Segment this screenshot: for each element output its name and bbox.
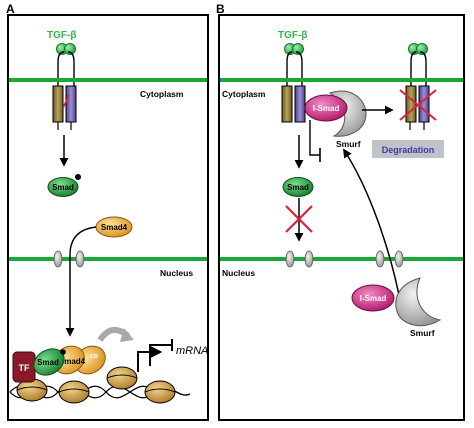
nuclear-smurf-label: Smurf [410,328,435,338]
nucleosome [106,366,138,390]
nuclear-pore [285,250,295,268]
panel-b-letter: B [216,2,225,16]
inhibition-line [309,120,320,156]
type-i-receptor [294,85,306,123]
tgf-beta-ligand-degraded [408,43,428,55]
receptor-arc-left [57,51,65,88]
smad-label: Smad [287,183,309,192]
type-ii-receptor [281,85,293,123]
nucleosome [144,380,176,404]
nuclear-membrane [9,257,207,261]
cytoplasm-label: Cytoplasm [140,89,184,99]
complex-formation-line [69,226,97,256]
plasma-membrane [220,78,463,82]
tgf-beta-ligand [284,43,304,55]
degradation-box [372,140,444,158]
phosphorylation-mark [62,94,70,109]
smad4-label: Smad4 [101,223,128,232]
panel-b: B TGF-β Cytoplasm Smurf [216,2,465,421]
nuclear-smurf [395,277,442,327]
degraded-type-ii-receptor [405,85,417,123]
nuclear-pore-left [53,250,63,268]
nucleosome [58,380,90,404]
type-ii-receptor [52,85,64,123]
i-smad-label: I-Smad [313,104,340,113]
smad-label: Smad [52,183,74,192]
i-smad-protein [304,94,348,122]
tf-label: TF [19,363,30,373]
receptor-arc-right [67,51,75,88]
transcription-start-arrow [137,346,163,372]
nucleus-label: Nucleus [160,268,193,278]
nuclear-pore [394,250,404,268]
panel-a-letter: A [6,2,15,16]
nuclear-pore [375,250,385,268]
type-i-receptor [65,85,77,123]
phosphate-dot [75,174,81,180]
tgf-beta-label: TGF-β [47,30,76,41]
nuclear-i-smad-label: I-Smad [360,294,387,303]
smurf-label: Smurf [336,139,361,149]
nuclear-membrane [220,257,463,261]
nucleus-label: Nucleus [222,268,255,278]
smurf-protein [328,90,367,137]
mrna-label: mRNA [176,345,208,357]
plasma-membrane [9,78,207,82]
smad-protein [47,177,79,197]
complex-smad4-label: Smad4 [59,357,86,366]
degradation-label: Degradation [382,145,435,155]
tgf-beta-label: TGF-β [278,30,307,41]
complex-phosphate-dot [60,349,66,355]
cytoplasm-label: Cytoplasm [222,89,266,99]
nuclear-pore-right [75,250,85,268]
nuclear-pore [304,250,314,268]
smad-protein [282,177,314,197]
nuclear-i-smad [351,284,395,312]
co-label: co [90,353,98,360]
nuclear-export-arrow [343,148,401,301]
tgf-beta-ligand [56,43,76,55]
panel-b-frame [218,14,465,421]
complex-smad-label: Smad [37,358,59,367]
panel-a: A TGF-β Cytoplasm Smad Smad4 [6,2,209,421]
